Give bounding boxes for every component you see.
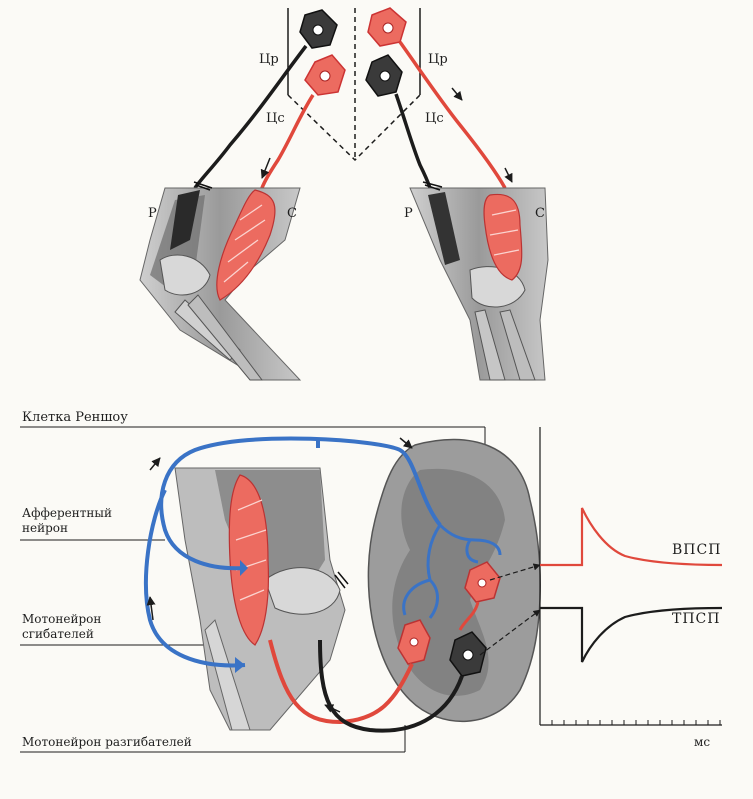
label-r-right: Р [404, 206, 413, 221]
label-c-left: С [287, 206, 297, 221]
time-ticks [552, 720, 720, 725]
label-flexor-mn-2: сгибателей [22, 627, 94, 642]
top-right-panel [366, 8, 548, 380]
bottom-panel [20, 427, 722, 752]
label-extensor-mn: Мотонейрон разгибателей [22, 735, 192, 750]
knee-section [175, 468, 348, 730]
label-renshaw-cell: Клетка Реншоу [22, 410, 128, 425]
flexor-motoneuron-right [368, 8, 505, 188]
label-cr-right: Цр [428, 52, 448, 67]
label-r-left: Р [148, 206, 157, 221]
bent-leg [140, 182, 300, 380]
spinal-cord-section [368, 440, 540, 722]
label-time-unit: мс [694, 735, 710, 750]
label-cr-left: Цр [259, 52, 279, 67]
extended-leg [410, 182, 548, 380]
label-afferent-2: нейрон [22, 521, 68, 536]
label-cs-right: Цс [425, 111, 444, 126]
traces-panel [540, 427, 722, 725]
label-flexor-mn-1: Мотонейрон [22, 612, 101, 627]
label-epsp: ВПСП [672, 543, 721, 558]
label-afferent-1: Афферентный [22, 506, 112, 521]
extensor-motoneuron-left [195, 10, 337, 188]
label-cs-left: Цс [266, 111, 285, 126]
label-ipsp: ТПСП [672, 612, 720, 627]
label-c-right: С [535, 206, 545, 221]
